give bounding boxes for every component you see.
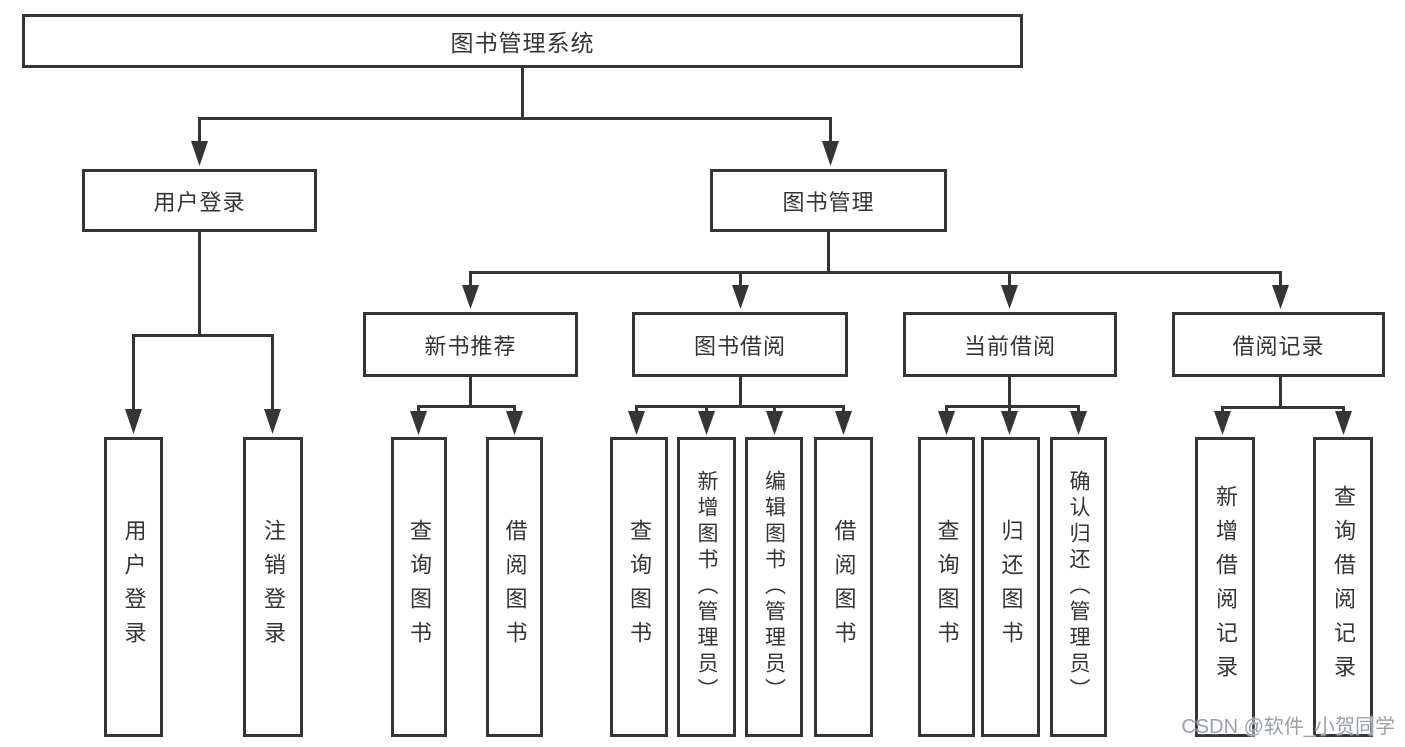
node-label: 注销登录 <box>261 519 286 655</box>
node-label: 图书借阅 <box>693 333 786 359</box>
leaf-borrow-query-books: 查询图书 <box>610 437 668 737</box>
leaf-user-login: 用户登录 <box>104 437 163 737</box>
node-label: 新增借阅记录 <box>1213 485 1238 689</box>
leaf-logout: 注销登录 <box>243 437 303 737</box>
node-label: 查询借阅记录 <box>1331 485 1356 689</box>
leaf-recommend-borrow-books: 借阅图书 <box>486 437 543 737</box>
leaf-borrow-books: 借阅图书 <box>814 437 873 737</box>
node-label: 查询图书 <box>407 519 432 655</box>
leaf-return-books: 归还图书 <box>981 437 1040 737</box>
node-root-library-management-system: 图书管理系统 <box>22 14 1023 68</box>
node-book-borrow: 图书借阅 <box>632 312 848 377</box>
node-label: 查询图书 <box>934 519 960 655</box>
node-label: 图书管理系统 <box>450 30 595 56</box>
node-label: 归还图书 <box>998 519 1024 655</box>
node-borrow-records: 借阅记录 <box>1172 312 1385 377</box>
node-label: 用户登录 <box>153 189 246 215</box>
leaf-edit-books-admin: 编辑图书（管理员） <box>745 437 803 737</box>
node-user-login: 用户登录 <box>82 169 317 232</box>
node-book-management: 图书管理 <box>710 169 947 232</box>
node-label: 新增图书（管理员） <box>695 470 718 704</box>
leaf-add-borrow-record: 新增借阅记录 <box>1195 437 1255 737</box>
node-label: 确认归还（管理员） <box>1067 470 1090 704</box>
node-label: 借阅图书 <box>831 519 857 655</box>
node-label: 新书推荐 <box>424 333 517 359</box>
leaf-current-query-books: 查询图书 <box>918 437 975 737</box>
node-label: 用户登录 <box>121 519 147 655</box>
node-label: 编辑图书（管理员） <box>762 470 786 704</box>
leaf-recommend-query-books: 查询图书 <box>391 437 447 737</box>
node-label: 借阅图书 <box>502 519 528 655</box>
node-label: 图书管理 <box>782 189 875 215</box>
node-current-borrow: 当前借阅 <box>903 312 1117 377</box>
leaf-confirm-return-admin: 确认归还（管理员） <box>1050 437 1107 737</box>
watermark: CSDN @软件_小贺同学 <box>1181 716 1395 738</box>
node-label: 查询图书 <box>627 519 652 655</box>
node-label: 借阅记录 <box>1232 333 1325 359</box>
node-label: 当前借阅 <box>963 333 1056 359</box>
leaf-query-borrow-record: 查询借阅记录 <box>1313 437 1373 737</box>
leaf-add-books-admin: 新增图书（管理员） <box>677 437 736 737</box>
node-new-book-recommend: 新书推荐 <box>363 312 578 377</box>
